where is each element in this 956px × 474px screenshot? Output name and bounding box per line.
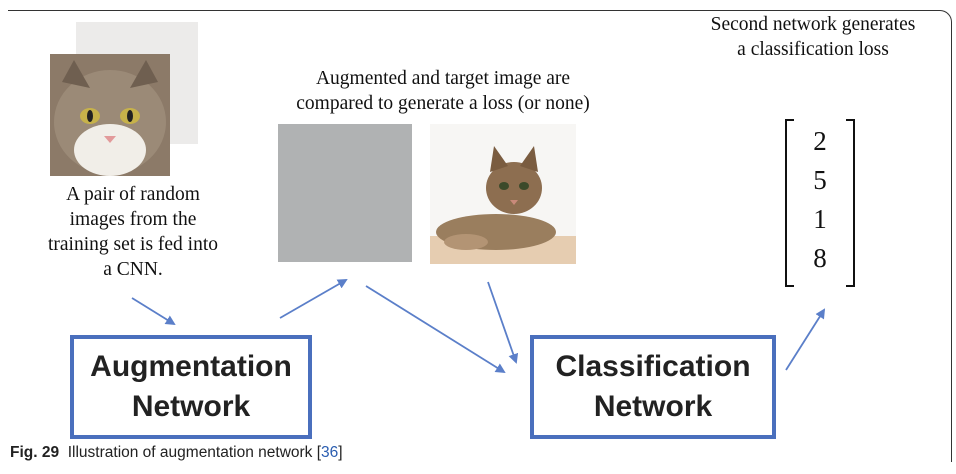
vector-brackets [785,119,855,287]
middle-caption: Augmented and target image are compared … [296,68,590,114]
figure-label: Fig. 29 [10,444,60,461]
augmentation-network-box: Augmentation Network [70,335,312,439]
vector-value: 2 [813,126,827,156]
vector-value: 5 [813,165,827,195]
figure-caption-close: ] [338,444,343,461]
cat-photo-front [50,54,170,176]
classification-network-box: Classification Network [530,335,776,439]
figure-frame [8,10,952,462]
vector-value: 1 [813,204,827,234]
left-caption: A pair of random images from the trainin… [47,184,219,280]
vector-value: 8 [813,243,827,273]
figure-caption-text: Illustration of augmentation network [ [67,444,322,461]
input-images-stack [50,22,198,176]
right-caption: Second network generates a classificatio… [710,14,916,60]
augmented-image-placeholder [278,124,412,262]
target-cat-photo [430,124,576,264]
reference-link[interactable]: 36 [321,444,339,461]
figure-caption: Fig. 29 Illustration of augmentation net… [10,444,343,462]
